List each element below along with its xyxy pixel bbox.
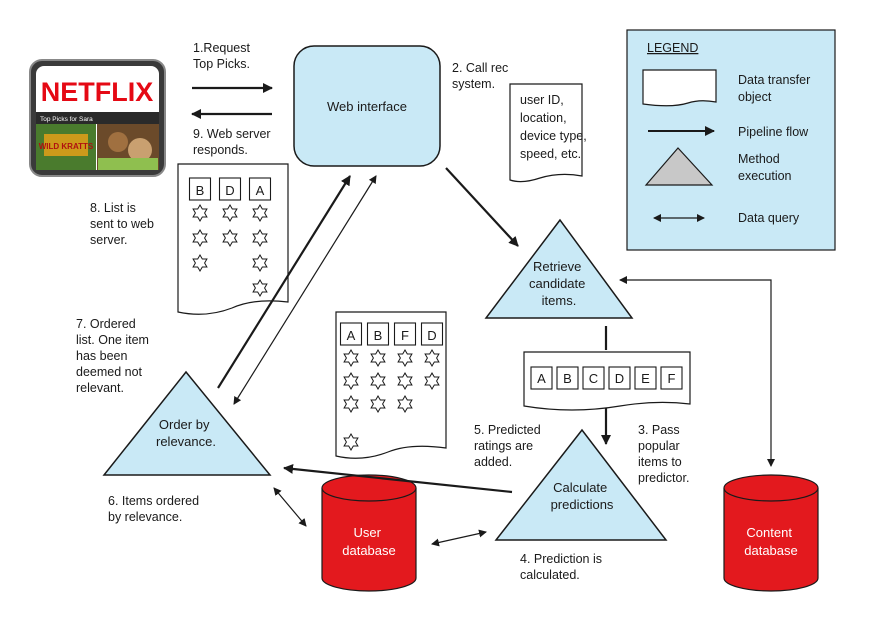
order-label: Order by relevance. bbox=[156, 417, 216, 449]
ordered-cell-label: B bbox=[196, 183, 205, 198]
calculate-node: Calculate predictions bbox=[494, 428, 668, 541]
ordered-rating-star bbox=[192, 203, 208, 223]
predicted-cell-f bbox=[393, 322, 417, 346]
order-node: Order by relevance. bbox=[102, 370, 272, 476]
legend-title: LEGEND bbox=[647, 41, 698, 55]
step-9-label: 9. Web server responds. bbox=[193, 127, 274, 157]
retrieve-node: Retrieve candidate items. bbox=[484, 218, 634, 319]
step-7-label: 7. Ordered list. One item has been deeme… bbox=[76, 317, 152, 395]
predicted-cell-label: A bbox=[347, 328, 356, 343]
content-database: Content database bbox=[723, 474, 819, 592]
ordered-rating-star bbox=[192, 228, 208, 248]
candidate-cell-label: F bbox=[668, 371, 676, 386]
candidate-cell-a bbox=[530, 366, 553, 390]
netflix-tile-text: WILD KRATTS bbox=[39, 142, 94, 151]
user-info-dto-text: user ID, location, device type, speed, e… bbox=[520, 93, 590, 161]
legend-label-pipeline-flow: Pipeline flow bbox=[738, 125, 809, 139]
predicted-rating-star bbox=[343, 432, 359, 452]
user-database-label: User database bbox=[342, 525, 396, 558]
retrieve-label: Retrieve candidate items. bbox=[529, 259, 589, 308]
candidate-cell-label: D bbox=[615, 371, 624, 386]
query-order-userdb bbox=[273, 487, 307, 527]
triangle-icon bbox=[644, 147, 714, 186]
predicted-cell-label: B bbox=[374, 328, 383, 343]
query-calculate-userdb bbox=[431, 529, 487, 547]
query-retrieve-contentdb bbox=[619, 276, 775, 467]
user-info-dto: user ID, location, device type, speed, e… bbox=[509, 83, 590, 183]
arrow-calculate-to-order bbox=[283, 463, 513, 494]
dto-line-4: speed, etc. bbox=[520, 147, 581, 161]
pipeline-arrows bbox=[191, 83, 775, 547]
candidate-cell-label: C bbox=[589, 371, 598, 386]
netflix-screenshot: NETFLIX Top Picks for Sara WILD KRATTS bbox=[29, 59, 166, 177]
calculate-label: Calculate predictions bbox=[551, 480, 614, 512]
legend-box: LEGEND Data transfer object Pipeline flo… bbox=[626, 29, 836, 251]
step-5-label: 5. Predicted ratings are added. bbox=[474, 423, 544, 469]
document-icon bbox=[642, 69, 717, 107]
predicted-rating-star bbox=[397, 394, 413, 414]
predicted-rating-star bbox=[424, 371, 440, 391]
predicted-rating-star bbox=[397, 348, 413, 368]
step-labels: 1.Request Top Picks. 2. Call rec system.… bbox=[76, 41, 689, 582]
dto-line-1: user ID, bbox=[520, 93, 564, 107]
predicted-cell-label: F bbox=[401, 328, 409, 343]
candidate-cell-label: A bbox=[537, 371, 546, 386]
step-8-label: 8. List is sent to web server. bbox=[90, 201, 157, 247]
content-database-label: Content database bbox=[744, 525, 798, 558]
legend-label-method-execution: Method execution bbox=[738, 152, 792, 183]
user-database: User database bbox=[321, 474, 417, 592]
ordered-rating-star bbox=[192, 253, 208, 273]
netflix-strip-text: Top Picks for Sara bbox=[40, 116, 93, 123]
query-order-web bbox=[233, 175, 377, 405]
arrow-call-rec bbox=[445, 167, 519, 247]
ordered-cell-label: A bbox=[256, 183, 265, 198]
web-interface-node: Web interface bbox=[293, 45, 441, 167]
predicted-rating-star bbox=[397, 371, 413, 391]
predicted-cell-label: D bbox=[427, 328, 436, 343]
candidate-cell-label: B bbox=[563, 371, 572, 386]
predicted-cell-d bbox=[420, 322, 444, 346]
web-interface-label: Web interface bbox=[327, 99, 407, 114]
candidate-cell-label: E bbox=[641, 371, 650, 386]
step-1-label: 1.Request Top Picks. bbox=[193, 41, 253, 71]
ordered-cell-b bbox=[188, 177, 212, 201]
legend-label-data-transfer: Data transfer object bbox=[738, 73, 814, 104]
legend-label-data-query: Data query bbox=[738, 211, 800, 225]
netflix-logo: NETFLIX bbox=[41, 77, 154, 107]
step-6-label: 6. Items ordered by relevance. bbox=[108, 494, 203, 524]
step-3-label: 3. Pass popular items to predictor. bbox=[638, 423, 689, 485]
predicted-rating-star bbox=[424, 348, 440, 368]
dto-line-3: device type, bbox=[520, 129, 587, 143]
step-4-label: 4. Prediction is calculated. bbox=[520, 552, 605, 582]
dto-line-2: location, bbox=[520, 111, 567, 125]
candidate-items-strip: A B C D E F bbox=[523, 351, 691, 411]
candidate-cell-b bbox=[556, 366, 579, 390]
ordered-cell-label: D bbox=[225, 183, 234, 198]
step-2-label: 2. Call rec system. bbox=[452, 61, 512, 91]
candidate-cell-c bbox=[582, 366, 605, 390]
